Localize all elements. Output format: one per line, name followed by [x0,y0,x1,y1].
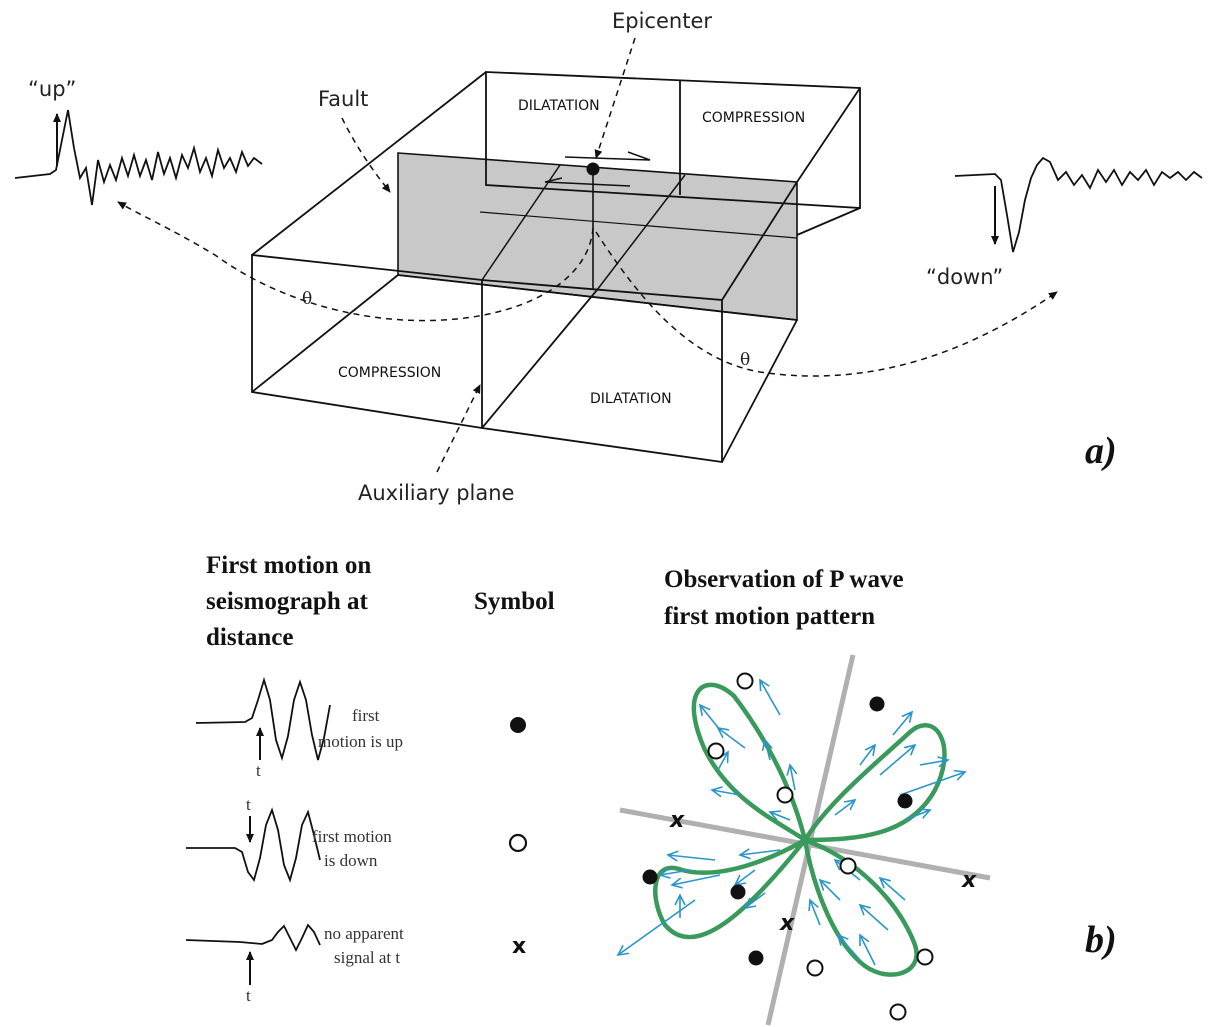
epicenter-label: Epicenter [612,9,712,33]
legend-row-up: t first motion is up [195,676,526,780]
fault-block [251,71,861,464]
heading-symbol: Symbol [474,588,555,615]
svg-text:t: t [246,795,251,814]
quadrant-dilatation-front: DILATATION [590,391,672,407]
first-motion-pattern: x x x b) [618,654,1117,1026]
panel-a-label: a) [1085,430,1117,472]
legend-none-text: no apparent signal at t [324,924,408,967]
panel-b-label: b) [1085,919,1117,961]
legend-row-none: t no apparent signal at t x [185,923,526,1005]
svg-text:t: t [256,761,261,780]
ray-path-right [595,231,1058,377]
fault-label: Fault [318,87,368,111]
legend-row-down: t first motion is down [186,795,528,883]
seismogram-up: “up” [14,77,263,206]
panel-b-legend: First motion on seismograph at distance … [185,552,910,1005]
x-symbol: x [512,934,526,959]
epicenter-dot [586,162,600,176]
nodal-x-bottom: x [779,911,795,936]
ray-path-left [117,201,594,322]
motion-arrows [618,680,965,966]
theta-left: θ [302,289,312,309]
seismogram-down: “down” [926,156,1203,289]
up-label: “up” [28,77,76,101]
nodal-x-right: x [961,868,977,893]
svg-text:t: t [246,986,251,1005]
open-circle-symbol [508,833,528,853]
radiation-lobes [653,682,947,977]
fault-plane [397,152,798,321]
auxiliary-plane-label: Auxiliary plane [358,481,514,505]
heading-observation: Observation of P wave first motion patte… [664,566,910,630]
quadrant-compression-front: COMPRESSION [338,365,441,381]
down-label: “down” [926,265,1003,289]
legend-up-text: first motion is up [318,706,403,751]
observation-symbols [642,672,934,1021]
panel-a: Epicenter Fault Auxiliary plane DILATATI… [14,9,1203,505]
quadrant-compression-back: COMPRESSION [702,110,805,126]
quadrant-dilatation-back: DILATATION [518,98,600,114]
legend-down-text: first motion is down [312,827,396,870]
theta-right: θ [740,350,750,370]
heading-first-motion: First motion on seismograph at distance [206,552,378,651]
nodal-x-left: x [669,808,685,833]
filled-circle-symbol [510,717,526,733]
